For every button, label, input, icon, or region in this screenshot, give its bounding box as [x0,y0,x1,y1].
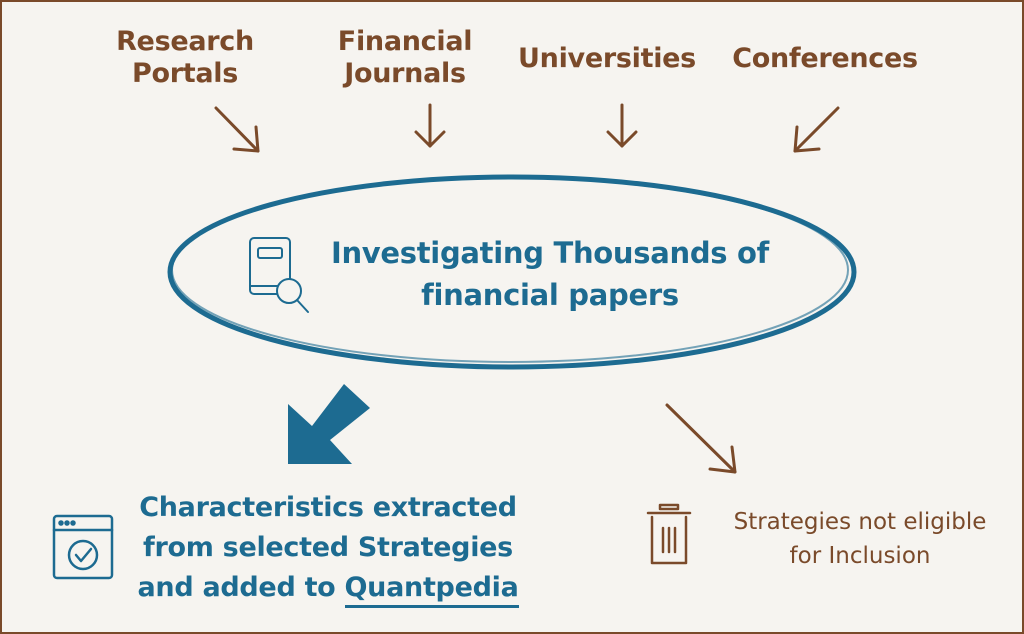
source-label-line2: Portals [131,58,238,89]
source-label-line1: Universities [518,43,696,74]
arrow-conferences [793,106,840,153]
arrow-rejected [665,403,737,474]
extracted-line3-prefix: and added to [137,572,345,603]
source-label-line2: Journals [344,58,466,89]
trash-icon [646,503,692,565]
rejected-line1: Strategies not eligible [733,509,987,535]
arrow-research-portals [214,106,260,153]
source-financial-journals: Financial Journals [320,26,490,90]
source-research-portals: Research Portals [100,26,270,90]
accepted-arrow [288,384,370,464]
source-conferences: Conferences [720,43,930,75]
center-title-line2: financial papers [421,278,679,312]
center-ellipse [167,174,857,370]
source-label-line1: Conferences [732,43,918,74]
rejected-text: Strategies not eligible for Inclusion [700,505,1020,573]
arrow-universities [606,103,638,148]
quantpedia-highlight: Quantpedia [344,572,519,608]
rejected-line2: for Inclusion [789,543,931,569]
source-universities: Universities [512,43,702,75]
extracted-line2: from selected Strategies [143,532,513,563]
extracted-text: Characteristics extracted from selected … [118,488,538,608]
center-title-line1: Investigating Thousands of [330,236,770,270]
source-label-line1: Research [116,26,254,57]
browser-check-icon [52,514,114,580]
book-search-icon [249,237,309,313]
center-title: Investigating Thousands of financial pap… [300,232,800,316]
arrow-financial-journals [414,103,446,148]
extracted-line3: and added to Quantpedia [118,568,538,608]
source-label-line1: Financial [337,26,473,57]
extracted-line1: Characteristics extracted [139,492,517,523]
